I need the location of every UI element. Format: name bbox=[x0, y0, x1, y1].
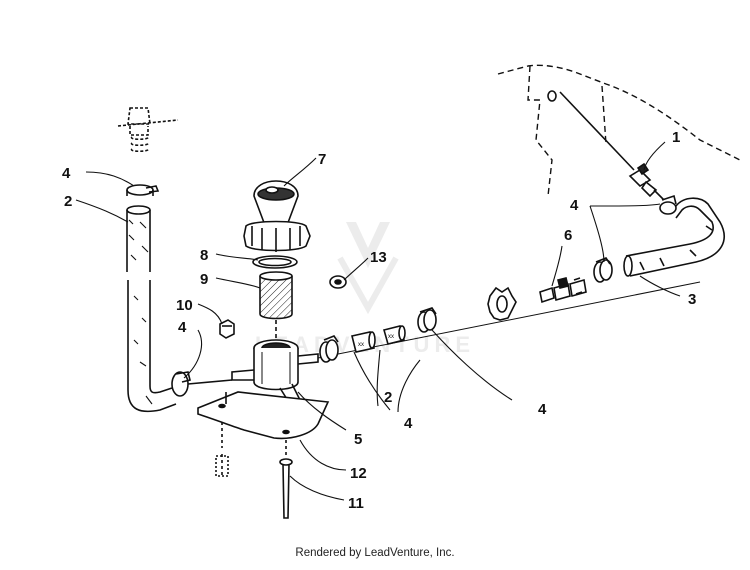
callout-3: 3 bbox=[688, 291, 696, 308]
callout-2-right: 2 bbox=[384, 389, 392, 406]
left-hose-assembly bbox=[117, 107, 233, 413]
hex-nut bbox=[219, 319, 235, 339]
callout-11: 11 bbox=[348, 495, 364, 512]
callouts: 1 2 2 3 4 4 4 4 4 5 6 7 8 9 10 11 12 13 bbox=[62, 129, 696, 512]
callout-4-right: 4 bbox=[538, 401, 547, 418]
leader-lines bbox=[75, 141, 681, 501]
filter-gasket bbox=[252, 255, 298, 269]
fuel-filter-assembly bbox=[197, 180, 347, 519]
callout-1: 1 bbox=[672, 129, 680, 146]
washer bbox=[329, 275, 347, 289]
svg-text:xx: xx bbox=[358, 342, 364, 348]
callout-9: 9 bbox=[200, 271, 208, 288]
callout-12: 12 bbox=[350, 465, 367, 482]
tank-fitting-1 bbox=[628, 162, 665, 201]
clamp-near-valve bbox=[319, 335, 339, 363]
callout-4-top-left: 4 bbox=[62, 165, 71, 182]
callout-5: 5 bbox=[354, 431, 362, 448]
footer-credit: Rendered by LeadVenture, Inc. bbox=[295, 547, 455, 559]
clamp-top-right bbox=[659, 194, 677, 215]
callout-6: 6 bbox=[564, 227, 572, 244]
callout-13: 13 bbox=[370, 249, 387, 266]
fuel-hose-3 bbox=[623, 197, 725, 277]
panel-nut bbox=[487, 286, 517, 321]
callout-4-left: 4 bbox=[178, 319, 187, 336]
callout-8: 8 bbox=[200, 247, 208, 264]
clamp-mid bbox=[417, 307, 437, 333]
callout-2-left: 2 bbox=[64, 193, 72, 210]
tank-fitting bbox=[117, 107, 179, 153]
hose-clamp-top bbox=[126, 184, 154, 196]
callout-10: 10 bbox=[176, 297, 193, 314]
right-line-assembly: xx xx bbox=[317, 90, 725, 363]
callout-4-center: 4 bbox=[404, 415, 413, 432]
fuel-tank-outline bbox=[497, 64, 741, 197]
svg-text:xx: xx bbox=[388, 334, 394, 340]
callout-4-top-right: 4 bbox=[570, 197, 579, 214]
hose-segment-a: xx bbox=[351, 331, 376, 353]
shutoff-valve bbox=[539, 277, 587, 304]
callout-7: 7 bbox=[318, 151, 326, 168]
rivet bbox=[279, 440, 293, 519]
filter-screen bbox=[259, 271, 293, 320]
mounting-plate bbox=[197, 391, 330, 440]
hose-segment-b: xx bbox=[383, 325, 406, 345]
filter-bowl bbox=[243, 180, 311, 252]
clamp-right bbox=[593, 257, 613, 283]
